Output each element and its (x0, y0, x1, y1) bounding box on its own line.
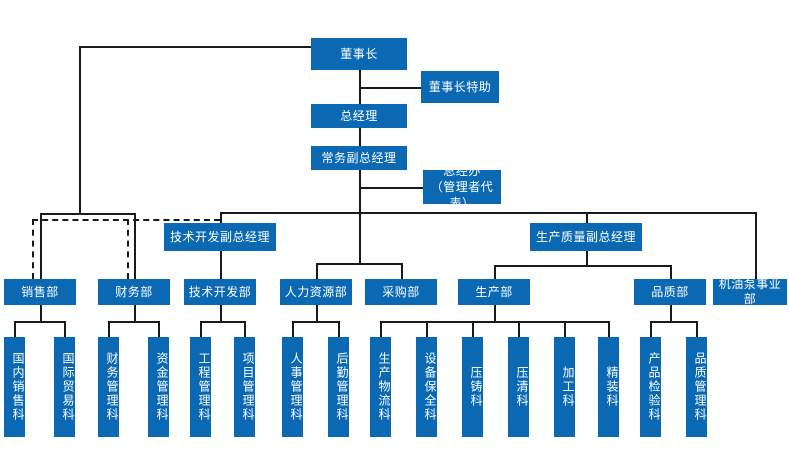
connector-hr-leaf-1 (292, 321, 294, 337)
connector-production-leaf-6 (608, 321, 610, 337)
node-gm-office-line2: （管理者代表） (430, 179, 494, 211)
leaf-personnel-management-section[interactable]: 人事管理科 (282, 337, 303, 437)
connector-sales-down (40, 305, 42, 321)
connector-bus-to-production (494, 265, 496, 279)
connector-solid-drop-sales (40, 213, 42, 279)
connector-chairman-left-down (79, 46, 81, 213)
connector-production-down (494, 305, 496, 321)
leaf-finance-management-section[interactable]: 财务管理科 (98, 337, 119, 437)
dashed-drop-finance (127, 219, 129, 279)
connector-hr-down (316, 305, 318, 321)
connector-center-drop-hr (359, 212, 361, 263)
connector-quality-down (670, 305, 672, 321)
node-tech-dev-deputy-gm[interactable]: 技术开发副总经理 (164, 223, 276, 251)
node-gm-office-line1: 总经办 (443, 163, 481, 178)
node-chairman[interactable]: 董事长 (311, 38, 407, 70)
connector-sales-bus (14, 321, 66, 323)
connector-prodqual-bus (494, 265, 672, 267)
connector-chairman-to-assistant (359, 87, 421, 89)
leaf-quality-management-section[interactable]: 品质管理科 (686, 337, 707, 437)
connector-deputy-to-gm-office (359, 187, 423, 189)
connector-hr-leaf-2 (338, 321, 340, 337)
connector-chairman-to-gm (359, 70, 361, 104)
connector-solid-drop-finance (134, 213, 136, 279)
connector-finance-down (134, 305, 136, 321)
leaf-product-inspection-section[interactable]: 产品检验科 (640, 337, 661, 437)
node-general-manager[interactable]: 总经理 (311, 104, 407, 128)
node-quality-dept[interactable]: 品质部 (634, 279, 706, 305)
node-sales-dept[interactable]: 销售部 (4, 279, 76, 305)
connector-production-leaf-2 (426, 321, 428, 337)
connector-prodqual-vp-down (586, 251, 588, 265)
leaf-press-cleaning-section[interactable]: 压清科 (508, 337, 529, 437)
dashed-drop-sales (32, 219, 34, 279)
leaf-equipment-maintenance-section[interactable]: 设备保全科 (416, 337, 437, 437)
node-purchasing-dept[interactable]: 采购部 (365, 279, 437, 305)
connector-production-leaf-3 (472, 321, 474, 337)
connector-techdev-bus (200, 321, 246, 323)
node-chairman-assistant[interactable]: 董事长特助 (421, 71, 499, 103)
connector-sales-leaf-2 (64, 321, 66, 337)
connector-production-bus (380, 321, 610, 323)
leaf-engineering-management-section[interactable]: 工程管理科 (190, 337, 211, 437)
connector-hr-purchasing-bus (316, 263, 403, 265)
connector-production-leaf-1 (380, 321, 382, 337)
connector-hr-bus (292, 321, 340, 323)
connector-quality-bus (650, 321, 698, 323)
leaf-project-management-section[interactable]: 项目管理科 (234, 337, 255, 437)
connector-techdev-leaf-2 (244, 321, 246, 337)
connector-bus-to-oilpump (755, 212, 757, 279)
leaf-machining-section[interactable]: 加工科 (554, 337, 575, 437)
leaf-die-casting-section[interactable]: 压铸科 (462, 337, 483, 437)
connector-solid-bus-sales-finance (40, 213, 135, 215)
node-production-quality-deputy-gm[interactable]: 生产质量副总经理 (530, 223, 642, 251)
connector-gm-to-deputy (359, 128, 361, 146)
connector-deputy-down (359, 170, 361, 214)
leaf-domestic-sales-section[interactable]: 国内销售科 (4, 337, 25, 437)
node-tech-dev-dept[interactable]: 技术开发部 (184, 279, 256, 305)
leaf-production-logistics-section[interactable]: 生产物流科 (370, 337, 391, 437)
leaf-logistics-management-section[interactable]: 后勤管理科 (328, 337, 349, 437)
connector-techdev-leaf-1 (200, 321, 202, 337)
node-gm-office[interactable]: 总经办 （管理者代表） (423, 164, 501, 210)
connector-bus-to-hr (316, 263, 318, 279)
connector-bus-to-purchasing (401, 263, 403, 279)
connector-production-leaf-4 (518, 321, 520, 337)
node-production-dept[interactable]: 生产部 (458, 279, 530, 305)
connector-finance-leaf-2 (158, 321, 160, 337)
leaf-fine-assembly-section[interactable]: 精装科 (598, 337, 619, 437)
node-oil-pump-division[interactable]: 机油泵事业部 (713, 277, 787, 306)
node-finance-dept[interactable]: 财务部 (98, 279, 170, 305)
connector-quality-leaf-2 (696, 321, 698, 337)
connector-techdev-down (220, 305, 222, 321)
node-executive-deputy-gm[interactable]: 常务副总经理 (311, 146, 407, 170)
connector-finance-bus (108, 321, 160, 323)
connector-main-bus (220, 212, 755, 214)
connector-finance-leaf-1 (108, 321, 110, 337)
connector-bus-to-quality (670, 265, 672, 279)
connector-bus-to-techdev-vp (220, 212, 222, 223)
connector-sales-leaf-1 (14, 321, 16, 337)
dashed-bus-sales-finance (32, 219, 220, 221)
connector-techdev-vp-to-dept (220, 251, 222, 279)
connector-chairman-left-arm (79, 46, 311, 48)
node-hr-dept[interactable]: 人力资源部 (280, 279, 352, 305)
leaf-fund-management-section[interactable]: 资金管理科 (148, 337, 169, 437)
connector-production-leaf-5 (564, 321, 566, 337)
connector-quality-leaf-1 (650, 321, 652, 337)
leaf-international-trade-section[interactable]: 国际贸易科 (54, 337, 75, 437)
connector-bus-to-prodqual-vp (586, 212, 588, 223)
